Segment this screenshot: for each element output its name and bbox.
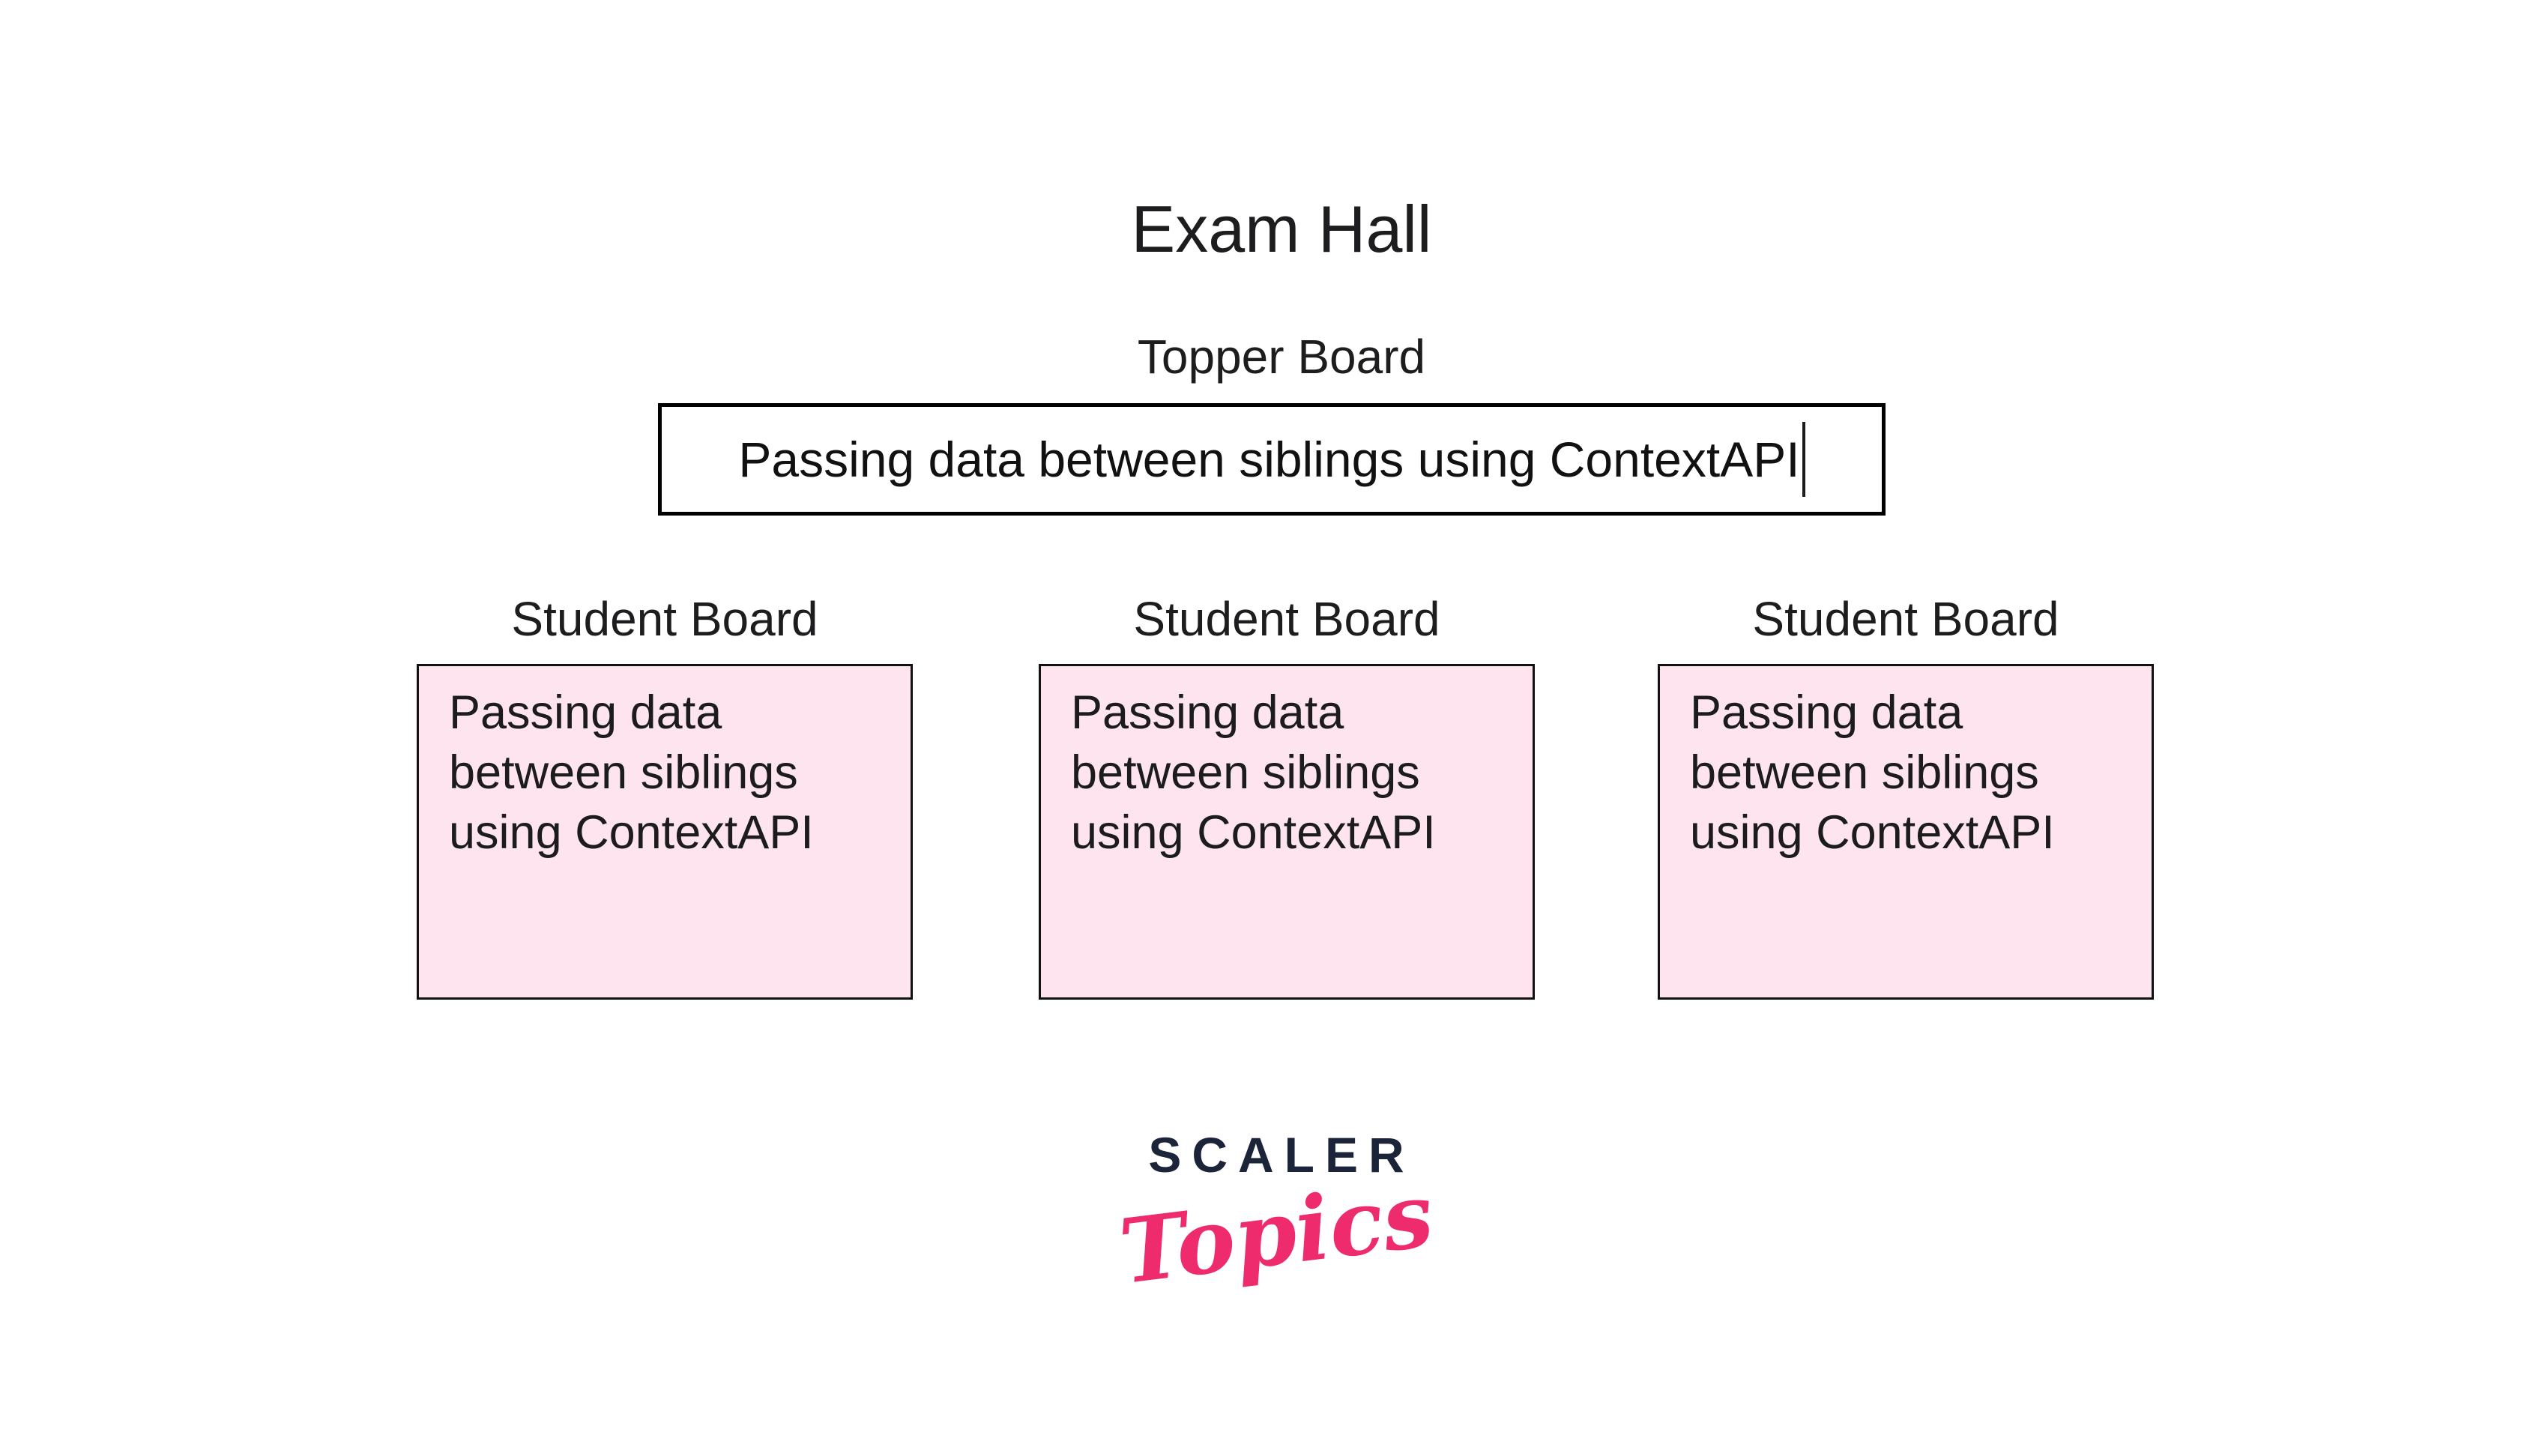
board-1-line-1: Passing data: [449, 686, 722, 739]
board-3-line-2: between siblings: [1690, 746, 2039, 799]
board-1-line-3: using ContextAPI: [449, 806, 814, 859]
board-2-line-3: using ContextAPI: [1071, 806, 1436, 859]
student-board-box-3: Passing data between siblings using Cont…: [1658, 664, 2154, 1000]
topper-input-value: Passing data between siblings using Cont…: [738, 432, 1800, 487]
student-board-label-1: Student Board: [511, 592, 818, 646]
student-board-text-3: Passing data between siblings using Cont…: [1690, 683, 2137, 863]
logo-brand-text: SCALER: [1148, 1127, 1415, 1182]
board-2-line-1: Passing data: [1071, 686, 1344, 739]
page-title: Exam Hall: [1131, 192, 1432, 266]
topper-board-input[interactable]: Passing data between siblings using Cont…: [658, 403, 1886, 516]
student-board-label-2: Student Board: [1133, 592, 1440, 646]
scaler-topics-logo: SCALER Topics: [0, 1127, 2548, 1304]
student-board-box-1: Passing data between siblings using Cont…: [417, 664, 913, 1000]
logo-sub-text: Topics: [1114, 1162, 1439, 1304]
student-board-text-2: Passing data between siblings using Cont…: [1071, 683, 1518, 863]
board-3-line-1: Passing data: [1690, 686, 1963, 739]
student-board-box-2: Passing data between siblings using Cont…: [1039, 664, 1535, 1000]
student-board-label-3: Student Board: [1752, 592, 2059, 646]
board-1-line-2: between siblings: [449, 746, 798, 799]
board-2-line-2: between siblings: [1071, 746, 1420, 799]
topper-board-label: Topper Board: [1137, 330, 1426, 384]
student-board-text-1: Passing data between siblings using Cont…: [449, 683, 896, 863]
board-3-line-3: using ContextAPI: [1690, 806, 2055, 859]
text-caret: [1802, 422, 1805, 497]
